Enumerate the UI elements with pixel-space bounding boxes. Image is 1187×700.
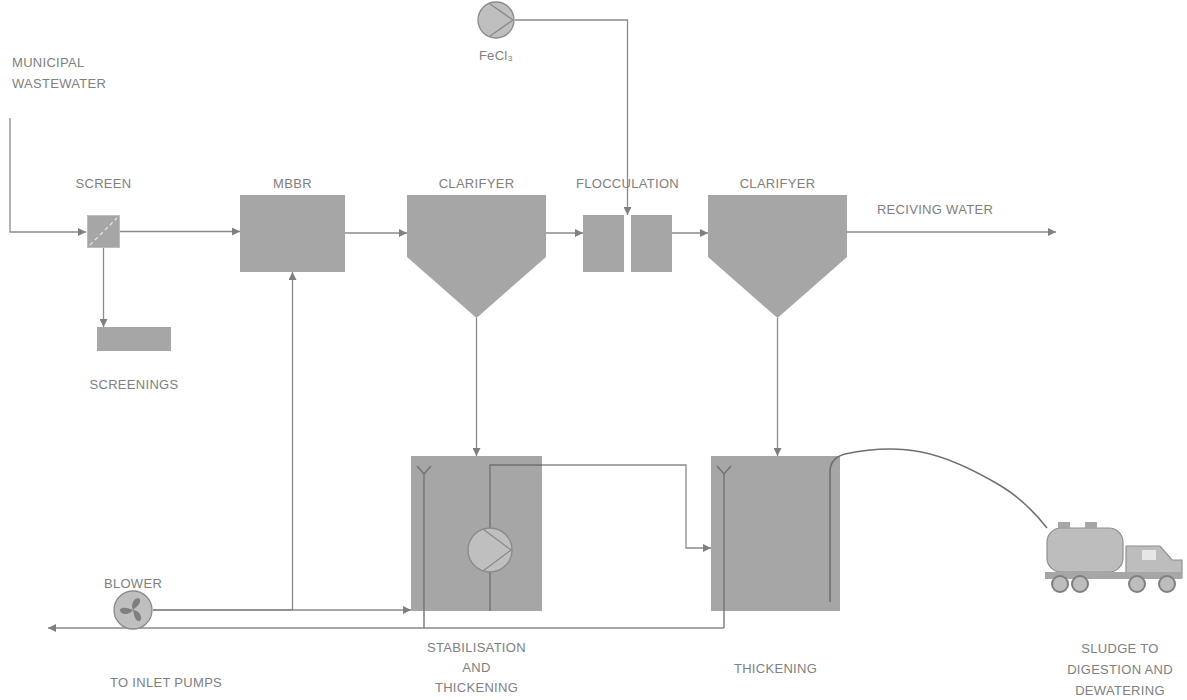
node-label: BLOWER <box>104 573 162 594</box>
node-label: MBBR <box>273 173 312 194</box>
thickening-tank-shape <box>711 456 840 611</box>
screen-box: SCREEN <box>87 215 120 248</box>
return-line <box>48 627 724 628</box>
clarifier-tank: CLARIFYER <box>407 195 546 318</box>
clarifier-tank-shape <box>708 195 847 318</box>
node-label: SCREEN <box>76 173 132 194</box>
flow-connector <box>546 232 583 233</box>
screenings-box-shape <box>97 327 171 351</box>
flow-connector <box>120 231 240 232</box>
flocculation-tank: FLOCCULATION <box>583 215 672 272</box>
sludge-label: SLUDGE TO DIGESTION AND DEWATERING <box>1058 638 1182 700</box>
clarifier-tank-shape <box>407 195 546 318</box>
stabilisation-tank-shape <box>411 456 542 611</box>
inflow-line <box>10 118 86 232</box>
node-label: STABILISATION AND THICKENING <box>421 638 533 698</box>
flow-connector <box>777 318 778 456</box>
node-label: FLOCCULATION <box>576 173 679 194</box>
flow-connector <box>672 232 708 233</box>
clarifier-tank: CLARIFYER <box>708 195 847 318</box>
blower-symbol-shape <box>113 590 153 630</box>
flocculation-tank-shape <box>583 215 672 272</box>
inflow-label: MUNICIPAL WASTEWATER <box>12 52 134 94</box>
reactor-box-shape <box>240 195 345 272</box>
outflow-line <box>847 231 1056 232</box>
node-label: CLARIFYER <box>740 173 816 194</box>
blower-symbol: BLOWER <box>113 590 153 630</box>
flow-connector <box>345 232 407 233</box>
screenings-box: SCREENINGS <box>97 327 171 351</box>
node-label: CLARIFYER <box>439 173 515 194</box>
flow-connector <box>103 248 104 327</box>
return-label: TO INLET PUMPS <box>110 672 250 693</box>
flow-connector <box>153 272 293 610</box>
reactor-box: MBBR <box>240 195 345 272</box>
node-label: THICKENING <box>734 658 817 679</box>
dosing-pump: FeCl₃ <box>477 1 515 39</box>
dosing-pump-shape <box>477 1 515 39</box>
thickening-tank: THICKENING <box>711 456 840 611</box>
flow-connector <box>476 318 477 456</box>
stabilisation-tank: STABILISATION AND THICKENING <box>411 456 542 611</box>
flow-connector <box>153 609 411 610</box>
tanker-truck <box>1045 522 1182 592</box>
screen-box-shape <box>87 215 120 248</box>
outflow-label: RECIVING WATER <box>875 199 995 220</box>
node-label: FeCl₃ <box>479 45 513 66</box>
node-label: SCREENINGS <box>90 374 179 395</box>
flow-connector <box>542 465 711 548</box>
